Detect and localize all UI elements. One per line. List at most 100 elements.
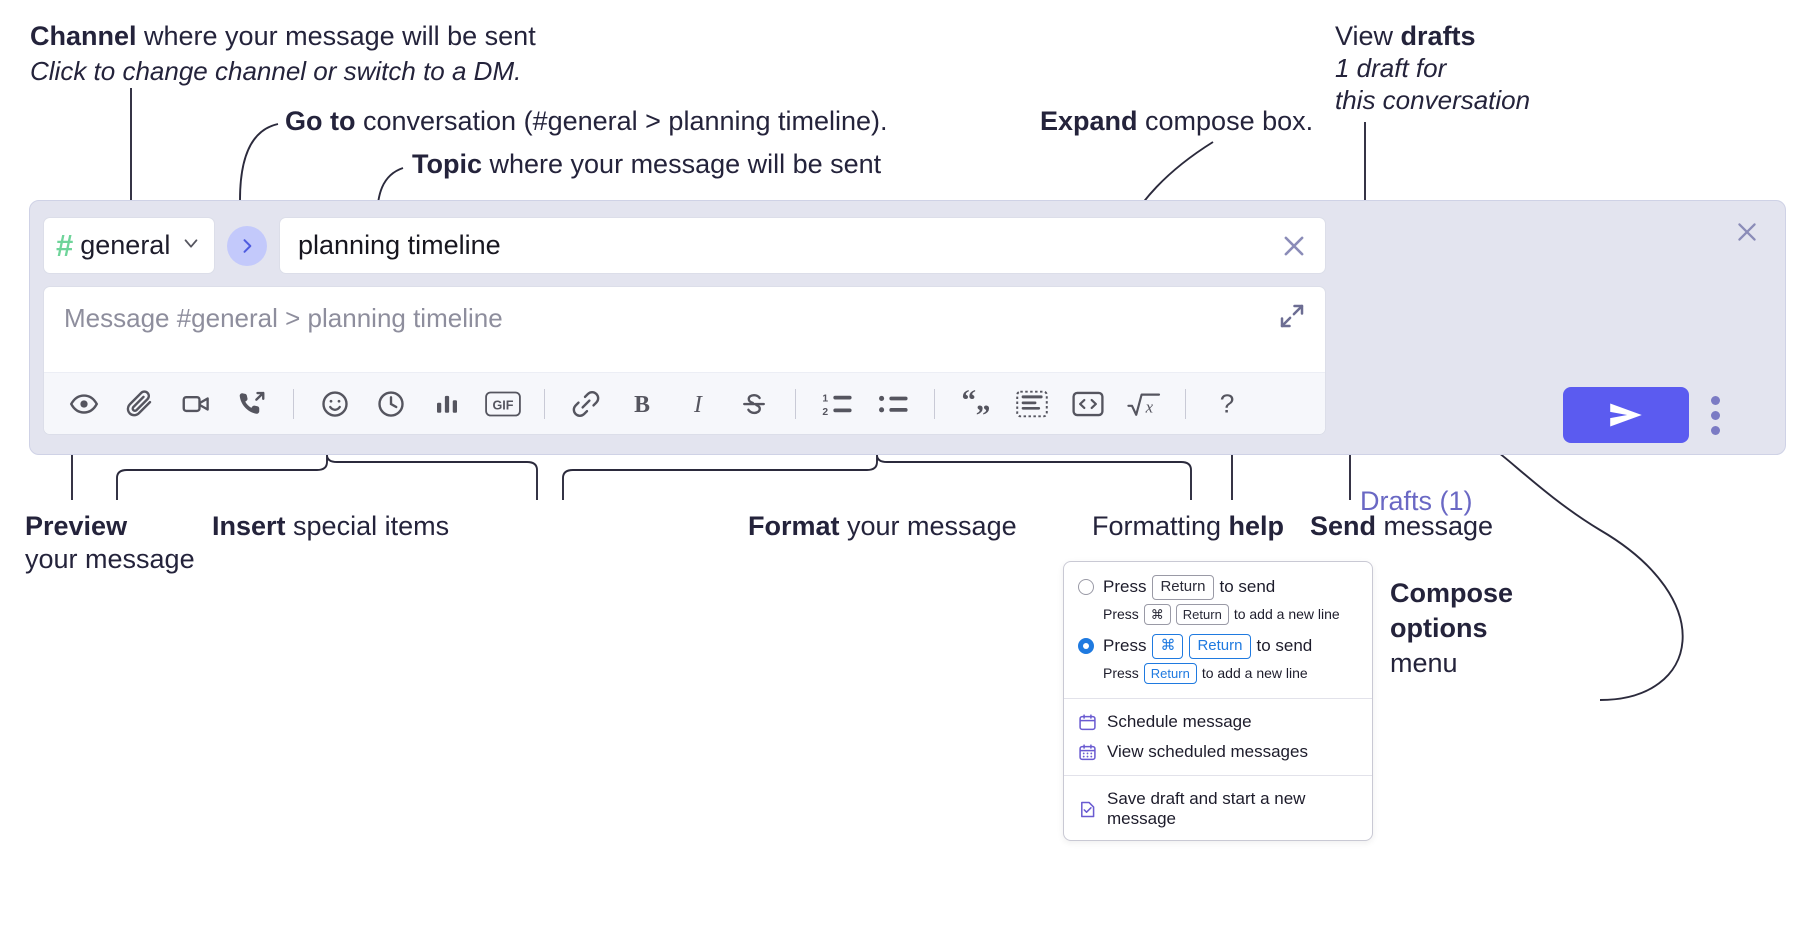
annotation-goto: Go to conversation (#general > planning …: [285, 105, 888, 138]
kebab-dot: [1710, 395, 1720, 405]
bulleted-list-icon[interactable]: [872, 383, 914, 425]
svg-text:2: 2: [822, 406, 828, 417]
annotation-insert-rest: special items: [285, 511, 450, 541]
clock-icon[interactable]: [370, 383, 412, 425]
radio-cmd-return-to-send[interactable]: [1078, 638, 1094, 655]
channel-selector[interactable]: # general: [43, 217, 215, 274]
message-box: Message #general > planning timeline: [43, 286, 1326, 435]
clear-topic-icon[interactable]: [1277, 229, 1311, 263]
svg-text:?: ?: [1220, 389, 1235, 418]
menu-item-schedule-message[interactable]: Schedule message: [1064, 707, 1372, 737]
svg-text:1: 1: [822, 393, 828, 404]
menu-item-view-scheduled[interactable]: View scheduled messages: [1064, 737, 1372, 767]
option-sub-pre: Press: [1103, 665, 1139, 682]
option-sub-pre: Press: [1103, 606, 1139, 623]
key-return: Return: [1152, 575, 1214, 600]
annotation-send-rest: message: [1376, 511, 1494, 541]
message-input[interactable]: Message #general > planning timeline: [44, 287, 1325, 372]
strikethrough-icon[interactable]: [733, 383, 775, 425]
key-command: ⌘: [1143, 603, 1171, 625]
annotation-topic-bold: Topic: [412, 149, 482, 179]
topic-field[interactable]: planning timeline: [279, 217, 1326, 274]
toolbar-separator: [293, 388, 294, 419]
emoji-icon[interactable]: [314, 383, 356, 425]
toolbar-separator: [544, 388, 545, 419]
gif-label: GIF: [493, 398, 514, 412]
annotation-topic: Topic where your message will be sent: [412, 148, 881, 181]
option-pre-text: Press: [1103, 636, 1147, 656]
close-icon[interactable]: [1729, 214, 1765, 250]
toolbar-separator: [934, 388, 935, 419]
annotation-goto-rest: conversation (#general > planning timeli…: [355, 106, 888, 136]
svg-text:x: x: [1145, 397, 1154, 416]
option-cmd-return-sub: Press Return to add a new line: [1064, 662, 1372, 691]
formatting-toolbar: GIF B I: [44, 372, 1325, 434]
annotation-drafts-line2: 1 draft for: [1335, 52, 1447, 83]
italic-icon[interactable]: I: [677, 383, 719, 425]
option-cmd-return-to-send[interactable]: Press ⌘ Return to send: [1064, 631, 1372, 662]
attachment-icon[interactable]: [119, 383, 161, 425]
annotation-format: Format your message: [748, 510, 1017, 543]
code-icon[interactable]: [1067, 383, 1109, 425]
bold-icon[interactable]: B: [621, 383, 663, 425]
compose-header-row: # general planning timeline: [43, 217, 1326, 274]
compose-panel: # general planning timeline: [29, 200, 1786, 516]
expand-compose-icon[interactable]: [1277, 301, 1311, 335]
toolbar-separator: [795, 388, 796, 419]
option-cmd-return-label: Press ⌘ Return to send: [1103, 634, 1312, 659]
key-return: Return: [1175, 603, 1229, 625]
message-placeholder: Message #general > planning timeline: [64, 303, 503, 333]
radio-return-to-send[interactable]: [1078, 579, 1094, 596]
code-block-icon[interactable]: [1011, 383, 1053, 425]
menu-item-label: Save draft and start a new message: [1107, 789, 1306, 828]
annotation-help-bold: help: [1228, 511, 1285, 541]
math-icon[interactable]: x: [1123, 383, 1165, 425]
compose-options-menu: Press Return to send Press ⌘ Return to a…: [1063, 561, 1373, 841]
svg-text:B: B: [634, 392, 650, 418]
menu-item-save-draft[interactable]: Save draft and start a new message: [1064, 784, 1372, 834]
calendar-grid-icon: [1078, 743, 1097, 762]
annotation-compose-rest: menu: [1390, 648, 1458, 679]
drafts-link[interactable]: Drafts (1): [1360, 486, 1473, 516]
hash-icon: #: [56, 228, 74, 263]
preview-icon[interactable]: [63, 383, 105, 425]
kebab-dot: [1710, 410, 1720, 420]
goto-conversation-button[interactable]: [227, 225, 267, 266]
menu-item-label: View scheduled messages: [1107, 742, 1308, 761]
annotation-preview-line2: your message: [25, 543, 195, 574]
option-return-to-send[interactable]: Press Return to send: [1064, 572, 1372, 603]
annotation-insert-bold: Insert: [212, 511, 286, 541]
annotation-expand: Expand compose box.: [1040, 105, 1313, 138]
annotation-goto-bold: Go to: [285, 106, 356, 136]
annotation-compose-options: Compose options menu: [1390, 576, 1590, 681]
poll-icon[interactable]: [426, 383, 468, 425]
annotation-preview-bold: Preview: [25, 511, 128, 541]
svg-text:I: I: [693, 392, 703, 418]
key-command: ⌘: [1152, 634, 1184, 659]
send-button[interactable]: [1563, 387, 1689, 443]
menu-item-label: Schedule message: [1107, 712, 1252, 731]
option-pre-text: Press: [1103, 577, 1147, 597]
gif-icon[interactable]: GIF: [482, 383, 524, 425]
call-icon[interactable]: [231, 383, 273, 425]
annotation-drafts-bold: drafts: [1400, 21, 1476, 51]
help-icon[interactable]: ?: [1206, 383, 1248, 425]
blockquote-icon[interactable]: “„: [955, 383, 997, 425]
link-icon[interactable]: [565, 383, 607, 425]
annotation-expand-bold: Expand: [1040, 106, 1138, 136]
annotation-channel-line2: Click to change channel or switch to a D…: [30, 55, 522, 86]
menu-divider: [1064, 775, 1372, 776]
annotation-compose-bold1: Compose: [1390, 578, 1514, 608]
annotation-insert: Insert special items: [212, 510, 449, 543]
send-icon: [1610, 403, 1642, 427]
annotation-channel: Channel where your message will be sent …: [30, 20, 536, 88]
annotation-topic-rest: where your message will be sent: [482, 149, 882, 179]
option-return-sub: Press ⌘ Return to add a new line: [1064, 603, 1372, 632]
key-return: Return: [1189, 634, 1251, 659]
video-icon[interactable]: [175, 383, 217, 425]
annotation-channel-bold: Channel: [30, 21, 137, 51]
compose-options-button[interactable]: [1700, 393, 1730, 437]
annotation-send-bold: Send: [1310, 511, 1377, 541]
